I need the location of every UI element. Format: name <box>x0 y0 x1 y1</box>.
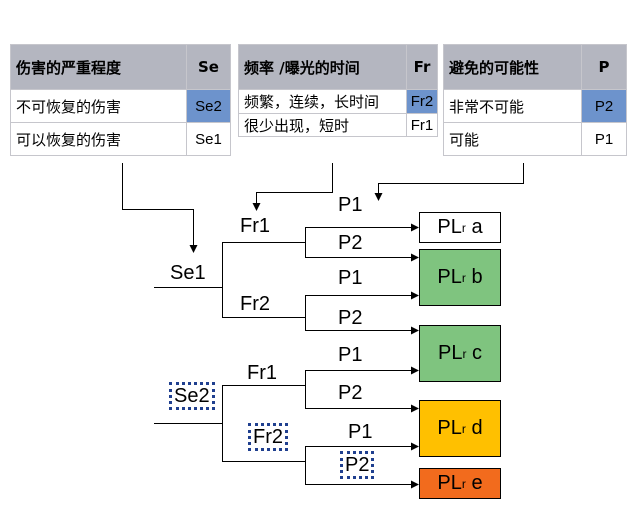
frequency-table: 频率 /曝光的时间 Fr 频繁，连续，长时间 Fr2 很少出现，短时 Fr1 <box>238 44 438 137</box>
frequency-row-label: 很少出现，短时 <box>238 113 407 137</box>
plr-sub: r <box>461 476 466 491</box>
p1-label: P1 <box>338 344 363 366</box>
severity-row-label: 可以恢复的伤害 <box>10 122 187 156</box>
frequency-row-label: 频繁，连续，长时间 <box>238 89 407 114</box>
frequency-code-header: Fr <box>406 44 438 90</box>
severity-connector <box>122 163 198 253</box>
avoidance-row-label: 可能 <box>443 122 582 156</box>
fr2-label: Fr2 <box>240 293 270 315</box>
fr1-label: Fr1 <box>247 362 277 384</box>
se2-label-highlighted: Se2 <box>169 382 215 410</box>
plr-prefix: PL <box>437 266 462 288</box>
avoidance-code-header: P <box>581 44 627 90</box>
plr-level: b <box>471 266 483 288</box>
frequency-connector <box>252 163 333 211</box>
plr-level: e <box>471 472 483 494</box>
fr1-label: Fr1 <box>240 215 270 237</box>
p1-label: P1 <box>338 194 363 216</box>
p2-label-highlighted: P2 <box>339 451 375 479</box>
frequency-header: 频率 /曝光的时间 <box>238 44 407 90</box>
plr-prefix: PL <box>437 216 462 238</box>
plr-level: c <box>472 342 483 364</box>
frequency-row-code: Fr2 <box>406 89 438 114</box>
plr-level: a <box>471 216 483 238</box>
frequency-row-code: Fr1 <box>406 113 438 137</box>
avoidance-connector <box>374 163 524 201</box>
severity-header: 伤害的严重程度 <box>10 44 187 90</box>
plr-prefix: PL <box>437 417 462 439</box>
avoidance-row-code: P1 <box>581 122 627 156</box>
p2-label: P2 <box>338 232 363 254</box>
p2-label: P2 <box>338 307 363 329</box>
avoidance-row-code: P2 <box>581 89 627 123</box>
plr-sub: r <box>462 346 467 361</box>
severity-row-code: Se1 <box>186 122 231 156</box>
fr2-label-highlighted: Fr2 <box>248 423 288 451</box>
plr-prefix: PL <box>437 342 463 364</box>
plr-level: d <box>471 417 483 439</box>
p1-label: P1 <box>338 267 363 289</box>
plr-sub: r <box>461 270 466 285</box>
plr-sub: r <box>461 421 466 436</box>
p1-label: P1 <box>348 421 373 443</box>
severity-table: 伤害的严重程度 Se 不可恢复的伤害 Se2 可以恢复的伤害 Se1 <box>10 44 231 156</box>
plr-sub: r <box>461 220 466 235</box>
severity-code-header: Se <box>186 44 231 90</box>
se2-split <box>222 385 305 462</box>
plr-prefix: PL <box>437 472 462 494</box>
p2-label: P2 <box>338 382 363 404</box>
severity-row-code: Se2 <box>186 89 231 123</box>
se1-split <box>222 242 305 318</box>
se1-label: Se1 <box>170 262 206 284</box>
avoidance-table: 避免的可能性 P 非常不可能 P2 可能 P1 <box>443 44 627 156</box>
avoidance-header: 避免的可能性 <box>443 44 582 90</box>
avoidance-row-label: 非常不可能 <box>443 89 582 123</box>
